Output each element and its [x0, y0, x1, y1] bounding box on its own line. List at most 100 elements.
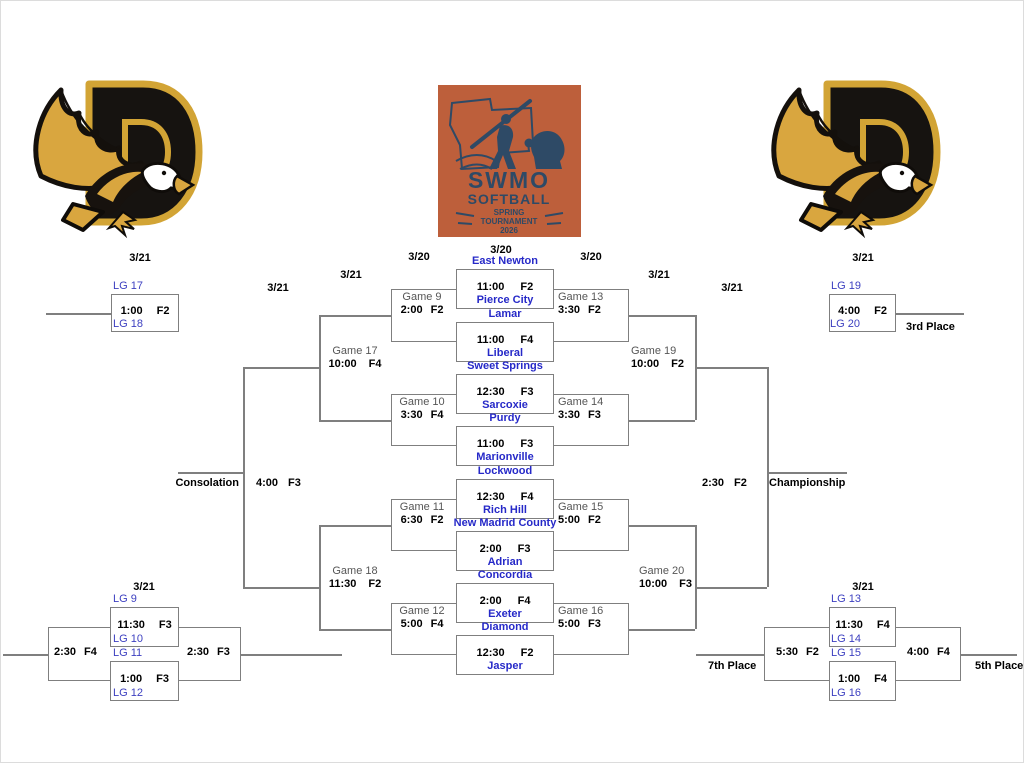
bracket-game14 — [554, 394, 629, 446]
team-name: Lamar — [488, 308, 522, 320]
game-name: Game 16 — [558, 605, 604, 617]
logo-text-tournament: TOURNAMENT — [481, 217, 538, 226]
field-value: F2 — [368, 578, 382, 590]
field-value: F2 — [520, 281, 534, 293]
logo-text-swmo: SWMO — [468, 167, 550, 193]
field-value: F2 — [156, 305, 170, 317]
field-value: F2 — [588, 514, 601, 526]
consolation-label: Consolation — [175, 477, 239, 489]
time-value: 2:00 — [479, 543, 502, 555]
game-time: 2:00 F3 — [456, 544, 554, 555]
time-value: 11:30 — [328, 578, 357, 590]
bracket-line — [319, 420, 391, 422]
time-value: 11:00 — [476, 334, 505, 346]
bracket-consolation — [243, 367, 245, 587]
match-box-r1-5 — [456, 479, 554, 519]
team-name: LG 15 — [831, 647, 861, 659]
third-place-line — [896, 313, 964, 315]
time-value: 5:30 — [776, 646, 799, 658]
game-name: Game 19 — [631, 345, 677, 357]
field-value: F3 — [517, 543, 531, 555]
time-value: 2:30 — [187, 646, 210, 658]
bracket-game20 — [695, 525, 697, 629]
date-label: 3/20 — [490, 244, 512, 256]
field-value: F4 — [368, 358, 382, 370]
date-label: 3/20 — [408, 251, 430, 263]
time-value: 4:00 — [256, 477, 279, 489]
field-value: F3 — [158, 619, 172, 631]
bracket-line — [695, 367, 767, 369]
game-time: 11:30 F3 — [110, 620, 179, 631]
time-value: 11:00 — [476, 281, 505, 293]
time-value: 11:30 — [117, 619, 145, 631]
game-name: Game 14 — [558, 396, 604, 408]
time-value: 5:00 — [400, 618, 423, 630]
field-value: F2 — [734, 477, 747, 489]
field-value: F3 — [520, 438, 534, 450]
logo-text-year: 2026 — [500, 226, 518, 235]
team-name: Sweet Springs — [467, 360, 543, 372]
team-name: Sarcoxie — [482, 399, 528, 411]
time-value: 10:00 — [328, 358, 357, 370]
seventh-place-line — [696, 654, 764, 656]
time-value: 10:00 — [639, 578, 668, 590]
time-value: 2:00 — [400, 304, 423, 316]
team-name: New Madrid County — [453, 517, 557, 529]
field-value: F3 — [679, 578, 692, 590]
bracket-game9 — [391, 289, 456, 342]
bracket-line — [629, 315, 695, 317]
bracket-line — [243, 587, 319, 589]
team-name: Adrian — [487, 556, 523, 568]
field-value: F2 — [806, 646, 819, 658]
team-name: Concordia — [477, 569, 533, 581]
team-name: LG 12 — [113, 687, 143, 699]
eagle-d-logo-graphic — [33, 80, 203, 239]
field-value: F4 — [430, 409, 444, 421]
game-name: Game 9 — [402, 291, 442, 303]
time-value: 5:00 — [558, 514, 581, 526]
game-name: Game 15 — [558, 501, 604, 513]
bracket-game13 — [554, 289, 629, 342]
game-time: 11:00 F2 — [456, 282, 554, 293]
field-value: F3 — [288, 477, 301, 489]
bracket-lg-right-out — [896, 627, 961, 681]
bracket-lg-left-out — [48, 627, 110, 681]
team-name: Diamond — [481, 621, 529, 633]
bracket-lg-right-out — [179, 627, 241, 681]
game17-label: Game 17 10:00 F4 — [313, 345, 397, 371]
team-name: LG 13 — [831, 593, 861, 605]
field-value: F4 — [517, 595, 531, 607]
bracket-line — [3, 654, 48, 656]
field-value: F2 — [430, 304, 444, 316]
time-value: 4:00 — [907, 646, 930, 658]
time-value: 10:00 — [631, 358, 660, 370]
field-value: F4 — [84, 646, 97, 658]
field-value: F3 — [588, 618, 601, 630]
time-value: 11:30 — [835, 619, 863, 631]
match-box-r1-4 — [456, 426, 554, 466]
field-value: F4 — [430, 618, 444, 630]
field-value: F4 — [520, 334, 534, 346]
field-value: F3 — [520, 386, 534, 398]
time-value: 2:30 — [702, 477, 725, 489]
team-name: LG 10 — [113, 633, 143, 645]
team-name: LG 11 — [113, 647, 143, 659]
team-name: East Newton — [471, 255, 538, 267]
field-value: F3 — [156, 673, 169, 685]
bracket-line — [319, 315, 391, 317]
match-box-lg9-10 — [110, 607, 179, 647]
team-name: Pierce City — [476, 294, 534, 306]
swmo-tournament-logo-graphic: SWMO SOFTBALL SPRING TOURNAMENT 2026 — [438, 85, 581, 237]
game15-label: Game 15 5:00 F2 — [558, 501, 633, 527]
game-name: Game 17 — [332, 345, 378, 357]
team-name: Exeter — [488, 608, 522, 620]
